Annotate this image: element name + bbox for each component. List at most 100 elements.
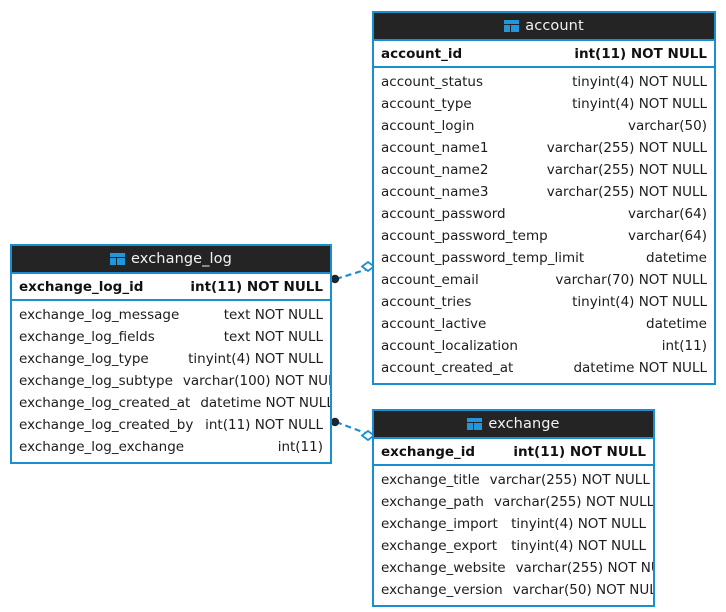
field-row[interactable]: account_localization int(11) [374,335,714,357]
field-row[interactable]: exchange_log_created_at datetime NOT NUL… [12,392,330,414]
field-name: account_name2 [381,162,489,178]
table-icon [110,253,126,265]
field-name: account_tries [381,294,472,310]
field-name: exchange_path [381,494,484,510]
field-name: account_created_at [381,360,514,376]
field-row[interactable]: exchange_path varchar(255) NOT NULL [374,491,653,513]
relationship-line [335,267,369,281]
field-row[interactable]: exchange_log_exchange int(11) [12,436,330,458]
field-row[interactable]: exchange_log_fields text NOT NULL [12,326,330,348]
field-type: tinyint(4) NOT NULL [511,516,646,532]
entity-title: exchange [488,416,560,432]
field-type: int(11) NOT NULL [513,443,646,460]
field-row[interactable]: exchange_log_message text NOT NULL [12,304,330,326]
field-list-exchange-log: exchange_log_message text NOT NULL excha… [12,301,330,462]
field-type: varchar(100) NOT NULL [182,373,332,389]
field-name: exchange_title [381,472,480,488]
field-name: exchange_export [381,538,497,554]
field-name: exchange_log_created_by [19,417,194,433]
field-name: account_status [381,74,484,90]
field-name: exchange_log_id [19,278,144,295]
entity-exchange[interactable]: exchange exchange_id int(11) NOT NULL ex… [372,409,655,607]
relationship-dot-marker [330,274,340,284]
field-name: account_password_temp_limit [381,250,585,266]
relationship-dot-marker [330,417,340,427]
field-type: tinyint(4) NOT NULL [188,351,323,367]
field-type: tinyint(4) NOT NULL [572,74,707,90]
field-name: exchange_log_type [19,351,149,367]
entity-header-exchange-log[interactable]: exchange_log [12,246,330,274]
field-type: datetime NOT NULL [200,395,332,411]
field-name: exchange_log_message [19,307,180,323]
primary-key-row-account-id[interactable]: account_id int(11) NOT NULL [374,41,714,68]
field-type: int(11) NOT NULL [190,278,323,295]
relationship-line [335,420,369,436]
field-row[interactable]: account_lactive datetime [374,313,714,335]
field-row[interactable]: account_name1 varchar(255) NOT NULL [374,137,714,159]
field-row[interactable]: exchange_export tinyint(4) NOT NULL [374,535,653,557]
entity-account[interactable]: account account_id int(11) NOT NULL acco… [372,11,716,385]
field-row[interactable]: exchange_log_subtype varchar(100) NOT NU… [12,370,330,392]
primary-key-row-exchange-log-id[interactable]: exchange_log_id int(11) NOT NULL [12,274,330,301]
field-name: account_password [381,206,506,222]
field-row[interactable]: account_login varchar(50) [374,115,714,137]
field-name: account_type [381,96,472,112]
field-row[interactable]: account_status tinyint(4) NOT NULL [374,71,714,93]
field-type: varchar(255) NOT NULL [493,494,655,510]
field-row[interactable]: exchange_version varchar(50) NOT NULL [374,579,653,601]
field-name: account_localization [381,338,518,354]
primary-key-row-exchange-id[interactable]: exchange_id int(11) NOT NULL [374,439,653,466]
field-type: int(11) NOT NULL [205,417,323,433]
entity-title: account [525,18,584,34]
field-row[interactable]: account_type tinyint(4) NOT NULL [374,93,714,115]
field-type: text NOT NULL [223,329,323,345]
field-type: int(11) NOT NULL [574,45,707,62]
field-row[interactable]: exchange_log_type tinyint(4) NOT NULL [12,348,330,370]
field-type: text NOT NULL [223,307,323,323]
field-type: int(11) [277,439,323,455]
field-row[interactable]: account_tries tinyint(4) NOT NULL [374,291,714,313]
field-row[interactable]: account_created_at datetime NOT NULL [374,357,714,379]
field-row[interactable]: exchange_title varchar(255) NOT NULL [374,469,653,491]
field-type: datetime NOT NULL [573,360,707,376]
field-name: exchange_log_exchange [19,439,185,455]
field-name: exchange_website [381,560,506,576]
field-name: account_name1 [381,140,489,156]
field-row[interactable]: account_password_temp varchar(64) [374,225,714,247]
field-type: varchar(255) NOT NULL [489,472,650,488]
field-row[interactable]: exchange_log_created_by int(11) NOT NULL [12,414,330,436]
field-type: varchar(64) [627,206,707,222]
field-row[interactable]: account_name2 varchar(255) NOT NULL [374,159,714,181]
field-type: varchar(255) NOT NULL [546,184,707,200]
field-row[interactable]: account_email varchar(70) NOT NULL [374,269,714,291]
entity-exchange-log[interactable]: exchange_log exchange_log_id int(11) NOT… [10,244,332,464]
entity-header-exchange[interactable]: exchange [374,411,653,439]
field-row[interactable]: exchange_website varchar(255) NOT NULL [374,557,653,579]
field-name: account_email [381,272,479,288]
field-list-account: account_status tinyint(4) NOT NULL accou… [374,68,714,383]
field-name: account_name3 [381,184,489,200]
field-row[interactable]: account_name3 varchar(255) NOT NULL [374,181,714,203]
field-name: exchange_id [381,443,476,460]
entity-header-account[interactable]: account [374,13,714,41]
field-list-exchange: exchange_title varchar(255) NOT NULL exc… [374,466,653,605]
field-type: varchar(255) NOT NULL [546,162,707,178]
table-icon [467,418,483,430]
field-name: account_login [381,118,475,134]
field-type: tinyint(4) NOT NULL [572,294,707,310]
field-type: tinyint(4) NOT NULL [511,538,646,554]
field-row[interactable]: account_password varchar(64) [374,203,714,225]
entity-title: exchange_log [131,251,232,267]
field-type: varchar(255) NOT NULL [515,560,653,576]
field-row[interactable]: exchange_import tinyint(4) NOT NULL [374,513,653,535]
field-type: int(11) [661,338,707,354]
field-type: tinyint(4) NOT NULL [572,96,707,112]
field-name: exchange_log_subtype [19,373,173,389]
field-row[interactable]: account_password_temp_limit datetime [374,247,714,269]
field-name: account_password_temp [381,228,548,244]
field-type: varchar(70) NOT NULL [555,272,707,288]
field-name: account_lactive [381,316,487,332]
field-name: exchange_log_fields [19,329,155,345]
field-type: datetime [646,316,707,332]
